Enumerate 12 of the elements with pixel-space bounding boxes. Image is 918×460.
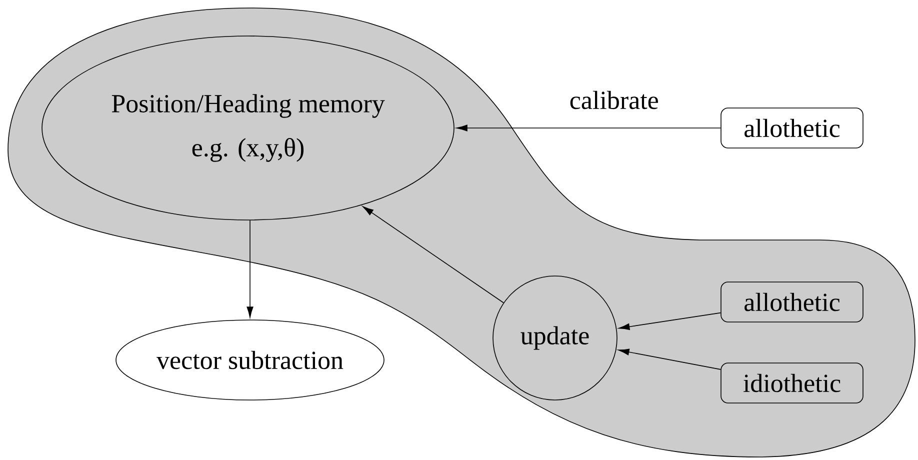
arrow xyxy=(246,220,254,318)
rounded-box: idiothetic xyxy=(720,362,864,404)
rounded-box: allothetic xyxy=(720,108,864,148)
arrow xyxy=(362,206,504,304)
ellipse-node: vector subtraction xyxy=(116,320,384,400)
arrow xyxy=(618,348,721,370)
arrow xyxy=(456,124,721,132)
rounded-box: allothetic xyxy=(720,282,864,322)
circle-node: update xyxy=(492,276,618,400)
ellipse-node: Position/Heading memory e.g. (x,y,θ) xyxy=(42,36,454,220)
arrow xyxy=(618,312,721,330)
edge-label: calibrate xyxy=(570,90,658,110)
